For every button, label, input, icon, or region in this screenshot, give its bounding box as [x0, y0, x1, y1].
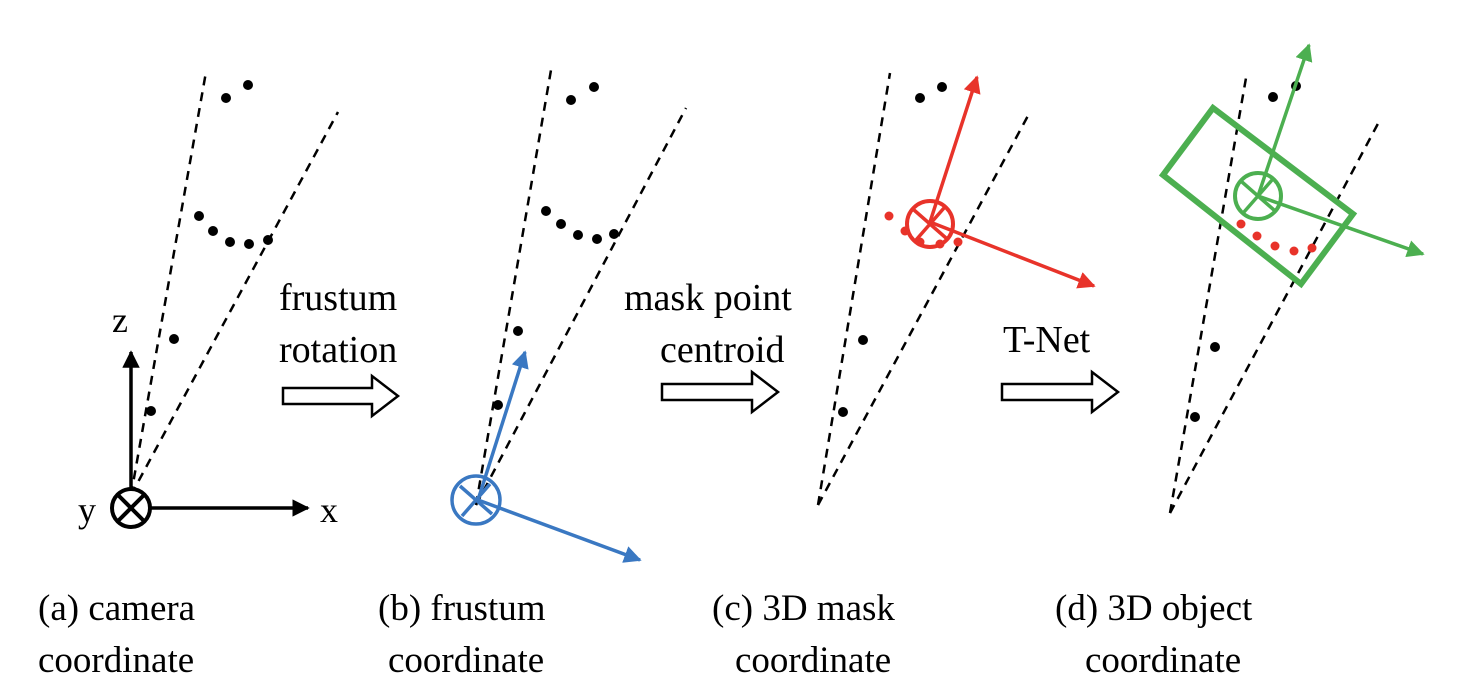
hollow-arrow-2: [660, 369, 781, 415]
panel-c-3d-mask-coordinate: (c) 3D mask coordinate: [712, 72, 1096, 681]
point-cloud: [146, 80, 273, 416]
mask-points: [1236, 219, 1317, 256]
step-1-label-line2: rotation: [279, 329, 397, 371]
frustum-edge-left: [129, 71, 208, 496]
frustum-edge-right: [474, 107, 688, 506]
hollow-arrow-3: [1000, 369, 1121, 415]
step-arrow-t-net: T-Net: [1000, 319, 1121, 415]
panel-b-frustum-coordinate: (b) frustum coordinate: [378, 69, 688, 681]
frustum-edge-right: [1168, 117, 1383, 514]
frustum-edge-left: [474, 69, 553, 506]
caption-a-line2: coordinate: [38, 640, 194, 681]
frustum-edge-left: [1168, 77, 1248, 514]
frustum-edge-right: [129, 111, 340, 496]
caption-b-line2: coordinate: [388, 640, 544, 681]
x-axis-arrow: [477, 498, 642, 563]
caption-d-line2: coordinate: [1085, 640, 1241, 681]
y-axis-into-page-icon: [905, 199, 955, 249]
caption-c-line2: coordinate: [735, 640, 891, 681]
step-2-label-line2: centroid: [660, 329, 785, 371]
point-cloud: [493, 82, 619, 410]
frustum-edge-right: [816, 111, 1032, 506]
y-axis-into-page-icon: [110, 487, 152, 529]
caption-b-line1: (b) frustum: [378, 588, 546, 629]
y-axis-label: y: [78, 490, 96, 530]
x-axis-label: x: [320, 490, 338, 530]
step-arrow-mask-point-centroid: mask point centroid: [624, 277, 792, 415]
z-axis-arrow: [928, 75, 981, 223]
step-2-label-line1: mask point: [624, 277, 792, 319]
caption-a-line1: (a) camera: [38, 588, 195, 629]
panel-d-3d-object-coordinate: (d) 3D object coordinate: [1055, 43, 1425, 681]
y-axis-into-page-icon: [450, 474, 502, 526]
z-axis-arrow: [1256, 43, 1313, 197]
x-axis-arrow: [1257, 194, 1425, 258]
caption-d-line1: (d) 3D object: [1055, 588, 1253, 629]
step-3-label: T-Net: [1003, 319, 1091, 361]
panel-a-camera-coordinate: z x y (a) camera coordinate: [38, 71, 340, 681]
bounding-box: [1158, 103, 1358, 289]
step-1-label-line1: frustum: [279, 277, 397, 319]
hollow-arrow-1: [281, 373, 401, 419]
z-axis-label: z: [112, 300, 128, 340]
x-axis-arrow: [929, 220, 1096, 289]
frustum-edge-left: [816, 72, 892, 506]
point-cloud: [838, 82, 947, 417]
y-axis-into-page-icon: [1233, 171, 1283, 221]
z-axis-arrow: [476, 350, 529, 501]
caption-c-line1: (c) 3D mask: [712, 588, 895, 629]
step-arrow-frustum-rotation: frustum rotation: [279, 277, 401, 419]
